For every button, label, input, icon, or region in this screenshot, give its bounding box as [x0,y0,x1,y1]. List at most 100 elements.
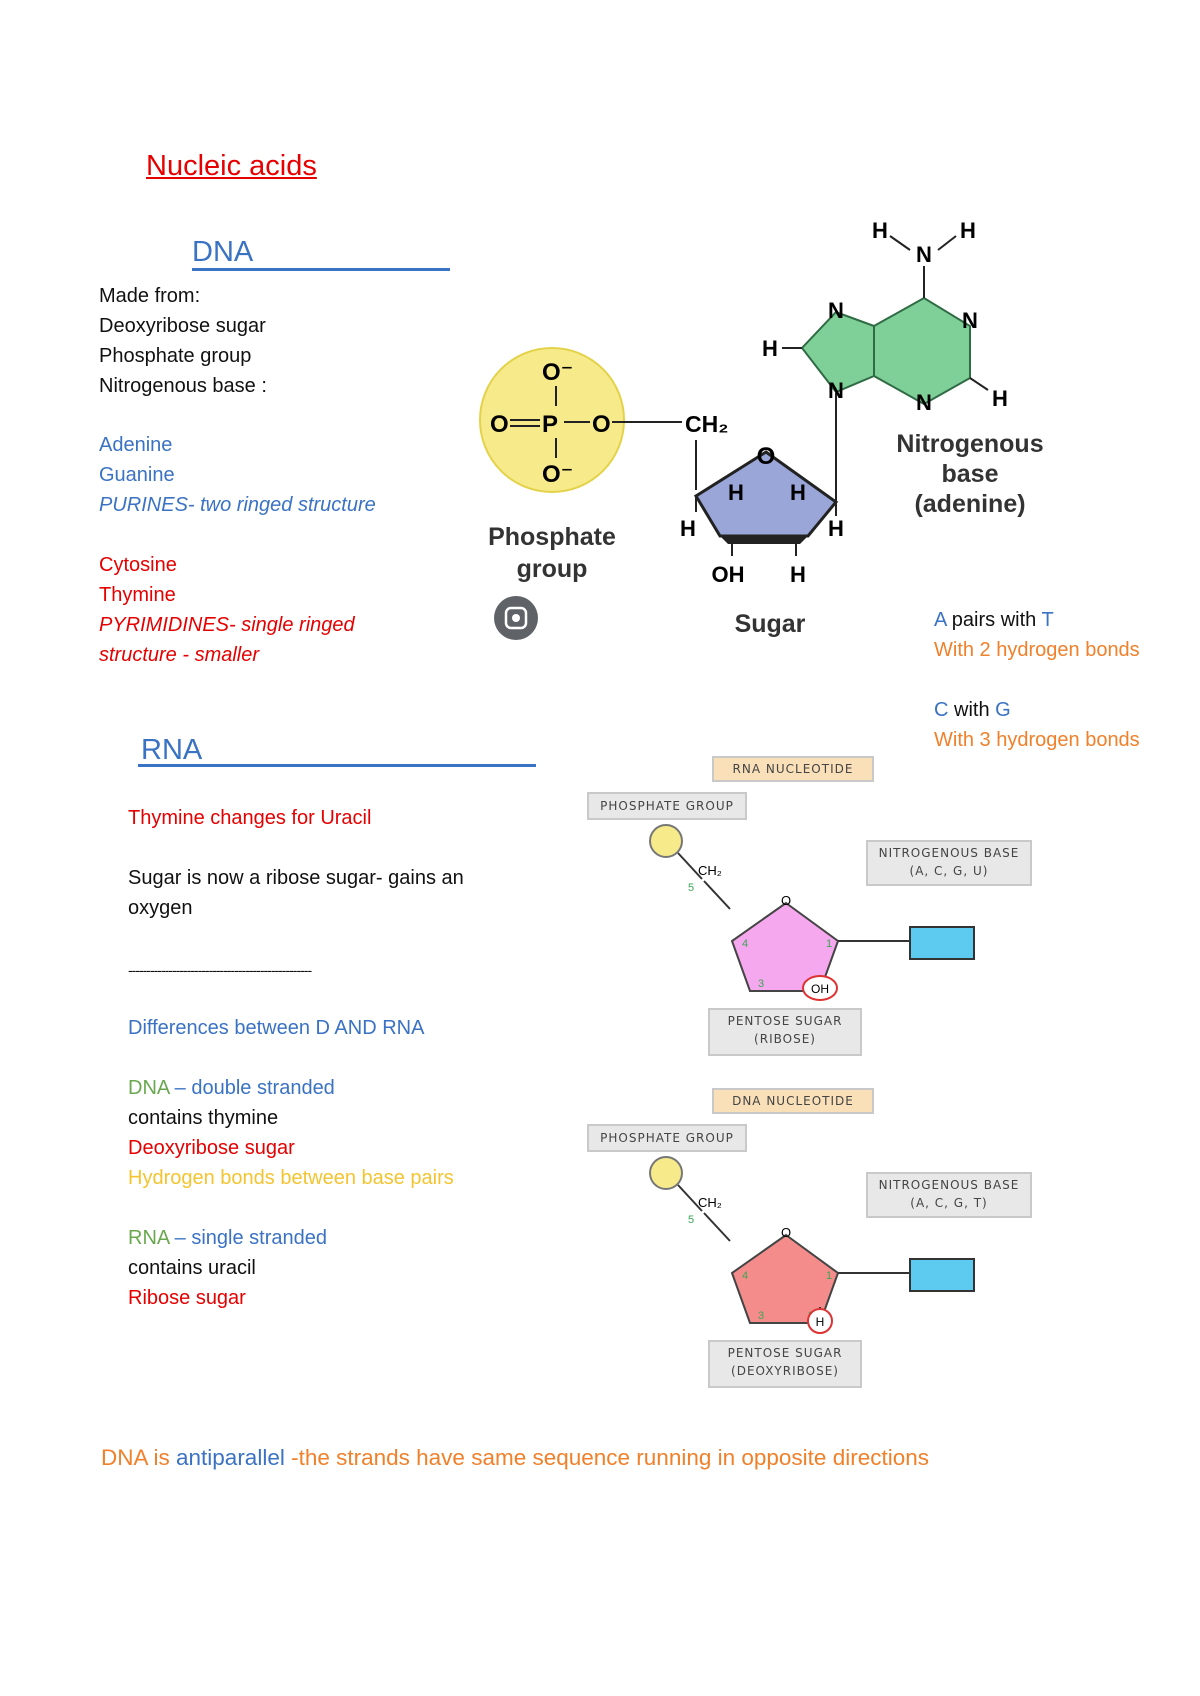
atom-n: N [828,298,844,323]
sugar-label-line: (DEOXYRIBOSE) [731,1364,839,1378]
antiparallel-text: -the strands have same sequence running … [284,1445,929,1470]
carbon-number: 5 [688,1214,694,1226]
carbon-number: 1 [826,938,832,950]
dna-stranded-rest: – double stranded [169,1077,335,1099]
sugar-note: Sugar is now a ribose sugar- gains an [128,867,464,889]
base-g: G [995,699,1011,721]
carbon-number: 1 [826,1270,832,1282]
phosphate-circle [649,824,683,858]
made-from-item: Nitrogenous base : [99,375,267,397]
ribose-pentagon [730,901,840,992]
atom-n: N [916,242,932,267]
rna-phosphate-label: PHOSPHATE GROUP [587,792,747,820]
atom-ch2: CH₂ [685,411,728,437]
dna-word: DNA [128,1077,170,1099]
sugar-note: oxygen [128,897,193,919]
atom-n: N [962,308,978,333]
dna-heading-underline [192,268,450,271]
carbon-number: 5 [688,882,694,894]
base-rectangle [909,926,975,960]
lens-icon[interactable] [494,596,538,640]
atom-h: H [960,218,976,243]
dna-nucleotide-label: DNA NUCLEOTIDE [712,1088,874,1114]
pairs-with-text: pairs with [946,609,1042,631]
atom-o-minus: O⁻ [542,359,573,386]
pyrimidines-note: PYRIMIDINES- single ringed [99,614,355,636]
sugar-label: Sugar [735,610,806,638]
uracil-note: Thymine changes for Uracil [128,807,372,829]
with-text: with [948,699,996,721]
pyrimidine-cytosine: Cytosine [99,554,177,576]
ring-o: O [781,893,791,908]
pairing-a-t: A pairs with T [934,606,1054,634]
antiparallel-text: DNA is [101,1445,177,1470]
base-label-line: NITROGENOUS BASE [878,846,1020,860]
group-label: H [816,1315,825,1329]
pairing-c-g: C with G [934,696,1011,724]
dna-phosphate-label: PHOSPHATE GROUP [587,1124,747,1152]
dna-heading: DNA [192,236,254,268]
dna-sugar: Deoxyribose sugar [128,1137,295,1159]
nucleotide-structure-diagram: O⁻ O P O O⁻ CH₂ Phosphate group O H H H … [479,218,1044,640]
carbon-number: 4 [742,1270,748,1282]
dna-base: contains thymine [128,1107,279,1129]
dna-stranded: DNA – double stranded [128,1074,335,1102]
group-label: OH [811,982,829,996]
pyrimidines-note: structure - smaller [99,644,260,666]
atom-n: N [916,390,932,415]
phosphate-circle [479,347,625,493]
ring-o: O [781,1225,791,1240]
sugar-label-line: PENTOSE SUGAR [727,1014,843,1028]
sugar-label-line: (RIBOSE) [754,1032,816,1046]
antiparallel-term: antiparallel [176,1445,285,1470]
atom-oh: OH [712,562,745,587]
atom-h: H [790,480,806,505]
atom-p: P [542,411,558,438]
purines-note: PURINES- two ringed structure [99,494,376,516]
base-t: T [1041,609,1054,631]
atom-o-minus: O⁻ [542,461,573,488]
divider: ----------------------------------------… [128,962,312,978]
purine-ring-five [800,310,875,394]
c-g-bonds: With 3 hydrogen bonds [934,729,1140,751]
dna-bonds: Hydrogen bonds between base pairs [128,1167,454,1189]
carbon-number: 3 [758,978,764,990]
atom-h: H [762,336,778,361]
ch2-label: CH₂ [698,1195,722,1210]
rna-sugar: Ribose sugar [128,1287,246,1309]
dna-sugar-label: PENTOSE SUGAR (DEOXYRIBOSE) [708,1340,862,1388]
purine-ring-six [873,296,971,406]
base-rectangle [909,1258,975,1292]
base-a: A [934,609,947,631]
purine-adenine: Adenine [99,434,173,456]
purine-guanine: Guanine [99,464,175,486]
made-from-item: Phosphate group [99,345,252,367]
atom-h: H [680,516,696,541]
atom-o: O [490,411,509,438]
rna-stranded-rest: – single stranded [169,1227,328,1249]
phosphate-label: group [517,555,588,583]
rna-nucleotide-diagram: CH₂ 5 O 4 1 3 2 OH [649,824,975,1001]
rna-base: contains uracil [128,1257,256,1279]
carbon-number: 4 [742,938,748,950]
rna-base-label: NITROGENOUS BASE (A, C, G, U) [866,840,1032,886]
base-c: C [934,699,949,721]
h-group [807,1308,833,1334]
differences-heading: Differences between D AND RNA [128,1017,425,1039]
rna-nucleotide-label: RNA NUCLEOTIDE [712,756,874,782]
phosphate-circle [649,1156,683,1190]
base-label: (adenine) [914,490,1025,518]
base-label-line: (A, C, G, U) [909,864,989,878]
rna-word: RNA [128,1227,170,1249]
ch2-label: CH₂ [698,863,722,878]
atom-h: H [790,562,806,587]
made-from-label: Made from: [99,285,201,307]
phosphate-label: Phosphate [488,523,616,551]
atom-h: H [872,218,888,243]
sugar-label-line: PENTOSE SUGAR [727,1346,843,1360]
atom-o: O [592,411,611,438]
a-t-bonds: With 2 hydrogen bonds [934,639,1140,661]
atom-n: N [828,378,844,403]
dna-base-label: NITROGENOUS BASE (A, C, G, T) [866,1172,1032,1218]
rna-heading-underline [138,764,536,767]
